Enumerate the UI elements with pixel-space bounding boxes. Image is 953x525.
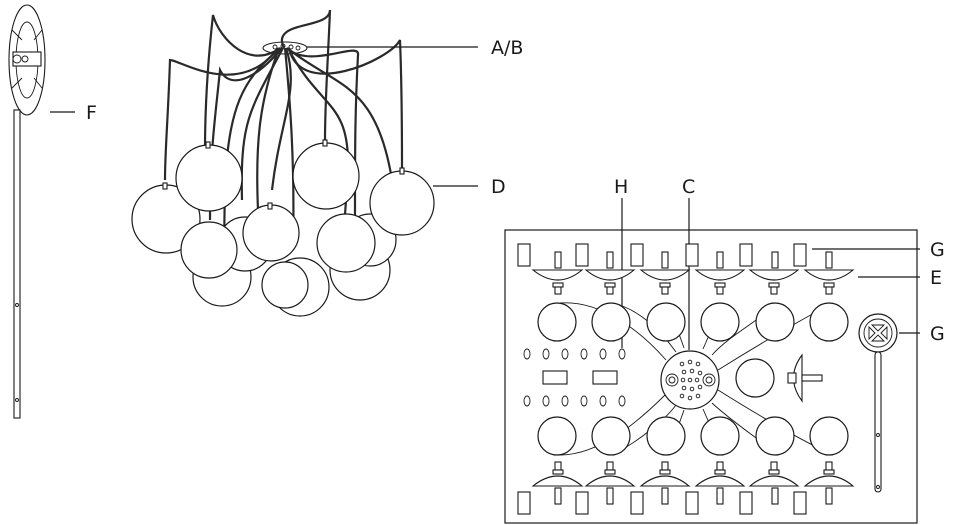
label-g-side: G (930, 323, 945, 345)
ceiling-hub-plate (660, 350, 720, 410)
globe (180, 221, 238, 279)
shade-row-bottom (531, 461, 855, 487)
globe (369, 170, 435, 236)
ring-rows (523, 348, 626, 407)
label-d: D (491, 176, 506, 198)
parts-box (504, 229, 918, 524)
wall-rod-assembly (8, 4, 46, 419)
label-g-top: G (930, 239, 945, 261)
spacer-row-top (517, 243, 833, 269)
label-f: F (86, 102, 97, 124)
label-ab: A/B (491, 37, 523, 59)
wall-plate-rod (858, 313, 898, 493)
globe (175, 144, 243, 212)
globe (261, 261, 309, 309)
label-e: E (930, 267, 942, 289)
globe-row-top (537, 302, 849, 342)
globe-row-bottom (537, 416, 849, 456)
spacer-row-bottom (517, 487, 833, 515)
globe (292, 142, 360, 210)
chandelier (131, 9, 435, 317)
label-c: C (682, 176, 695, 198)
spare-globe-with-shade (735, 353, 823, 403)
shade-row-top (531, 269, 855, 295)
wall-rod (13, 109, 21, 419)
label-h: H (614, 176, 628, 198)
globe (242, 204, 300, 262)
globe (316, 213, 376, 273)
